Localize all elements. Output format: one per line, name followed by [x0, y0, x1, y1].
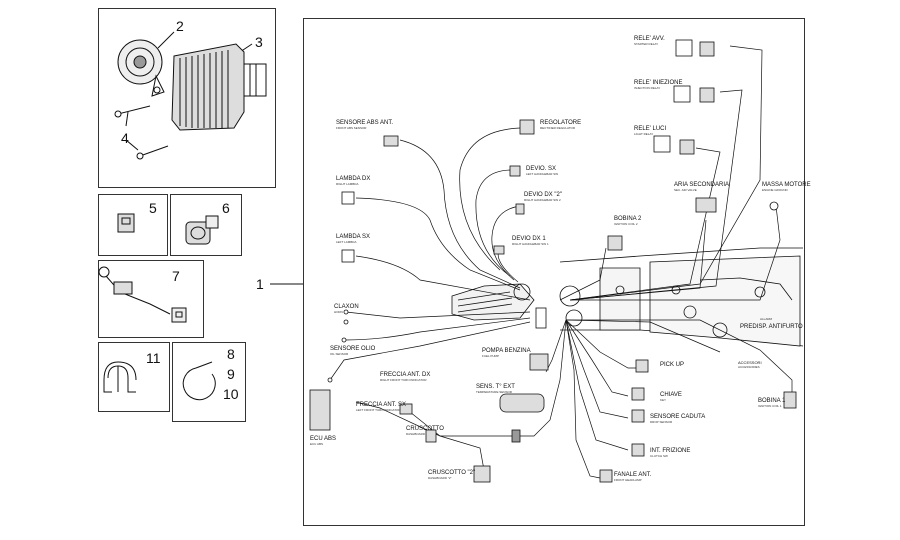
- label-rele-iniezione-sub: INJECTION RELAY: [634, 86, 661, 90]
- label-pick-up: PICK UP: [660, 362, 685, 368]
- label-fanale-ant-sub: FRONT HEADLAMP: [614, 478, 642, 482]
- connector-5-part: [117, 213, 135, 233]
- label-lambda-dx-sub: RIGHT LAMBDA: [336, 182, 359, 186]
- part-number-1: 1: [256, 276, 264, 292]
- label-lambda-sx-sub: LEFT LAMBDA: [336, 240, 357, 244]
- label-devio-dx-2: DEVIO DX "2": [524, 192, 562, 198]
- ring-clip-part: [182, 361, 216, 401]
- label-sens-t-ext: SENS. T° EXT: [476, 384, 515, 390]
- label-pompa-benzina-sub: FUEL PUMP: [482, 354, 500, 358]
- label-claxon: CLAXON: [334, 304, 359, 310]
- label-bobina-1-sub: IGNITION COIL 1: [758, 404, 782, 408]
- label-devio-dx-2-sub: RIGHT HANDLEBAR SW 2: [524, 198, 561, 202]
- dashboard-bracket: [451, 283, 583, 329]
- label-claxon-sub: HORN: [334, 310, 343, 314]
- part-number-11: 11: [146, 350, 161, 366]
- label-ecu-abs-sub: ECU ABS: [310, 442, 324, 446]
- label-chiave-sub: KEY: [660, 398, 667, 402]
- label-regolatore-sub: RECTIFIER REGULATOR: [540, 126, 576, 130]
- part-number-5: 5: [149, 200, 157, 216]
- label-ecu-abs: ECU ABS: [310, 436, 337, 442]
- label-cruscotto-2: CRUSCOTTO "2": [428, 470, 476, 476]
- sensor-lead-part: [98, 266, 187, 323]
- label-accessori-sub: ACCESSORIES: [738, 365, 760, 369]
- label-sensore-caduta-sub: DROP SENSOR: [650, 420, 673, 424]
- sensor-lead-panel: [98, 260, 204, 338]
- label-devio-sx-sub: LEFT HANDLEBAR SW: [526, 172, 559, 176]
- part-number-9: 9: [227, 366, 235, 382]
- label-bobina-1: BOBINA 1: [758, 398, 786, 404]
- label-freccia-ant-dx: FRECCIA ANT. DX: [380, 372, 431, 378]
- label-rele-iniezione: RELE' INIEZIONE: [634, 80, 683, 86]
- label-int-frizione-sub: CLUTCH SW: [650, 454, 668, 458]
- part-number-10: 10: [223, 386, 239, 402]
- label-predisp-antifurto: PREDISP. ANTIFURTO: [740, 324, 803, 330]
- horn-part: [117, 39, 165, 97]
- label-sensore-abs-sub: FRONT ABS SENSOR: [336, 126, 367, 130]
- double-clip-part: [103, 361, 137, 393]
- label-lambda-dx: LAMBDA DX: [336, 176, 371, 182]
- label-devio-sx: DEVIO. SX: [526, 166, 557, 172]
- screw-parts: [114, 105, 169, 160]
- label-aria-secondaria-sub: SEC. AIR VALVE: [674, 188, 697, 192]
- label-freccia-ant-sx: FRECCIA ANT. SX: [356, 402, 407, 408]
- label-bobina-2: BOBINA 2: [614, 216, 642, 222]
- label-aria-secondaria: ARIA SECONDARIA: [674, 182, 730, 188]
- label-lambda-sx: LAMBDA SX: [336, 234, 371, 240]
- label-regolatore: REGOLATORE: [540, 120, 582, 126]
- label-rele-avv-sub: STARTER RELAY: [634, 42, 659, 46]
- label-allarm: ALLARM: [760, 317, 773, 321]
- part-number-2: 2: [176, 18, 184, 34]
- part-number-7: 7: [172, 268, 180, 284]
- label-bobina-2-sub: IGNITION COIL 2: [614, 222, 638, 226]
- harness-wires: [329, 45, 793, 479]
- label-sens-t-ext-sub: TEMPERATURE SENSOR: [476, 390, 512, 394]
- label-rele-avv: RELE' AVV.: [634, 36, 665, 42]
- label-int-frizione: INT. FRIZIONE: [650, 448, 691, 454]
- label-massa-motore-sub: ENGINE GROUND: [762, 188, 788, 192]
- label-devio-dx-1: DEVIO DX 1: [512, 236, 546, 242]
- harness-connectors: [309, 39, 797, 483]
- label-devio-dx-1-sub: RIGHT HANDLEBAR SW 1: [512, 242, 549, 246]
- label-sensore-olio: SENSORE OLIO: [330, 346, 376, 352]
- label-pompa-benzina: POMPA BENZINA: [482, 348, 531, 354]
- label-fanale-ant: FANALE ANT.: [614, 472, 652, 478]
- connector-6-part: [185, 215, 219, 245]
- label-sensore-abs: SENSORE ABS ANT.: [336, 120, 394, 126]
- label-rele-luci: RELE' LUCI: [634, 126, 667, 132]
- label-sensore-olio-sub: OIL SENSOR: [330, 352, 349, 356]
- part-number-6: 6: [222, 200, 230, 216]
- regulator-part: [171, 43, 267, 131]
- part-number-8: 8: [227, 346, 235, 362]
- label-freccia-ant-sx-sub: LEFT FRONT TURN INDICATOR: [356, 408, 401, 412]
- label-cruscotto-2-sub: DASHBOARD "2": [428, 476, 452, 480]
- label-chiave: CHIAVE: [660, 392, 682, 398]
- clip-8-10-panel: [172, 342, 246, 422]
- label-accessori: ACCESSORI: [738, 360, 762, 365]
- clip-11-panel: [98, 342, 170, 412]
- label-freccia-ant-dx-sub: RIGHT FRONT TURN INDICATOR: [380, 378, 427, 382]
- label-rele-luci-sub: LIGHT RELAY: [634, 132, 654, 136]
- label-sensore-caduta: SENSORE CADUTA: [650, 414, 706, 420]
- part-number-4: 4: [121, 130, 129, 146]
- frame-outline: [559, 247, 804, 347]
- part-number-3: 3: [255, 34, 263, 50]
- label-cruscotto-sub: DASHBOARD: [406, 432, 426, 436]
- label-cruscotto: CRUSCOTTO: [406, 426, 444, 432]
- label-massa-motore: MASSA MOTORE: [762, 182, 811, 188]
